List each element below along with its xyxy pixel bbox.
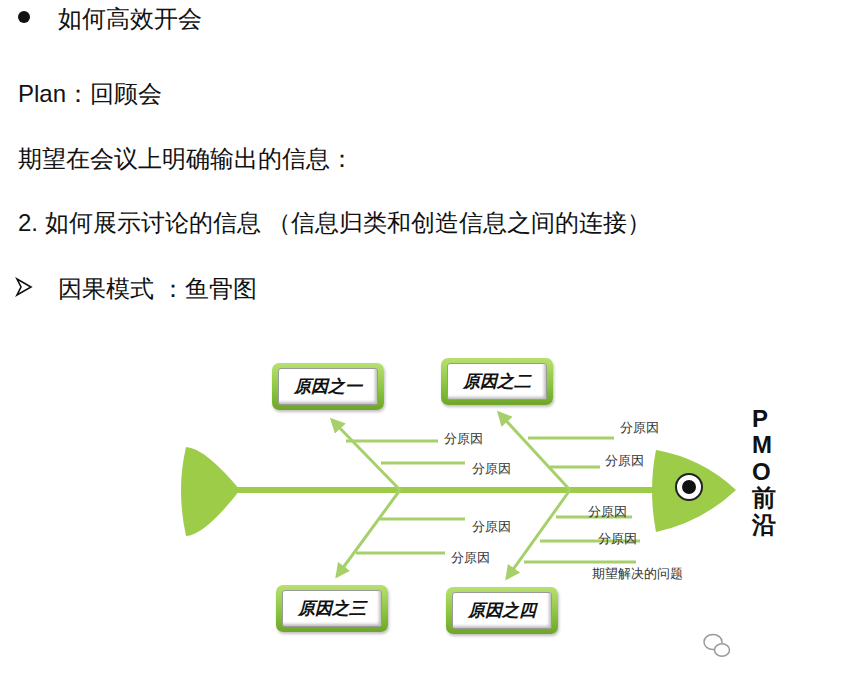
cause-box: 原因之一 xyxy=(272,363,384,410)
sub-cause-label: 分原因 xyxy=(620,419,659,437)
main-bone xyxy=(332,420,400,490)
body-line: 2. 如何展示讨论的信息 （信息归类和创造信息之间的连接） xyxy=(18,207,651,239)
body-line: Plan：回顾会 xyxy=(18,78,162,110)
cause-text: 原因之二 xyxy=(447,363,547,400)
sub-cause-label: 分原因 xyxy=(472,518,511,536)
sub-bone xyxy=(356,552,445,555)
sub-bone xyxy=(524,561,636,564)
main-bone xyxy=(337,490,400,576)
sub-cause-label: 分原因 xyxy=(444,430,483,448)
sub-bone xyxy=(346,440,438,443)
sub-cause-label: 期望解决的问题 xyxy=(592,565,683,583)
cause-text: 原因之三 xyxy=(282,590,382,627)
fish-head xyxy=(652,450,736,532)
cause-text: 原因之一 xyxy=(278,368,378,405)
sub-bone xyxy=(550,466,600,469)
fish-tail xyxy=(181,447,240,536)
fish-pupil xyxy=(682,480,696,494)
problem-label: PMO前沿 xyxy=(752,406,776,538)
bullet-arrow xyxy=(17,279,31,295)
sub-bone xyxy=(528,437,614,440)
sub-cause-label: 分原因 xyxy=(472,460,511,478)
cause-box: 原因之三 xyxy=(276,585,388,632)
watermark-icon xyxy=(704,635,730,657)
bullet-dot xyxy=(18,11,30,23)
body-line: 因果模式 ：鱼骨图 xyxy=(58,273,257,305)
cause-text: 原因之四 xyxy=(452,592,552,629)
sub-bone xyxy=(381,462,465,465)
sub-cause-label: 分原因 xyxy=(588,503,627,521)
sub-cause-label: 分原因 xyxy=(451,549,490,567)
cause-box: 原因之二 xyxy=(441,358,553,405)
body-line: 期望在会议上明确输出的信息： xyxy=(18,143,354,175)
fish-spine xyxy=(232,487,662,493)
fish-eye xyxy=(676,474,702,500)
main-bone xyxy=(507,490,570,578)
sub-bone xyxy=(380,518,465,521)
main-bone xyxy=(499,413,570,490)
cause-box: 原因之四 xyxy=(446,587,558,634)
heading: 如何高效开会 xyxy=(58,3,202,35)
sub-cause-label: 分原因 xyxy=(598,530,637,548)
sub-cause-label: 分原因 xyxy=(605,452,644,470)
